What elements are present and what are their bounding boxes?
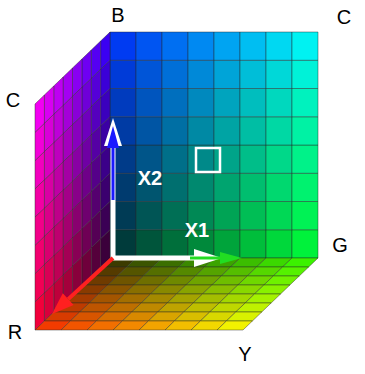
color-cell	[214, 173, 240, 201]
color-cell	[162, 32, 188, 60]
red-arrow	[52, 258, 113, 314]
green-arrow	[190, 252, 242, 264]
green-arrow-head	[220, 252, 242, 264]
color-cell	[266, 173, 292, 201]
color-cell	[136, 60, 162, 88]
color-cell	[214, 230, 240, 258]
color-cell	[214, 202, 240, 230]
color-cell	[217, 321, 252, 330]
color-cell	[110, 89, 136, 117]
color-cell	[54, 77, 63, 114]
color-cell	[162, 202, 188, 230]
color-cell	[240, 173, 266, 201]
axis-label: X2	[138, 168, 162, 188]
color-cell	[292, 173, 318, 201]
color-cell	[292, 230, 318, 258]
color-cell	[273, 267, 308, 276]
corner-label: G	[332, 235, 348, 255]
corner-label: C	[337, 7, 351, 27]
color-cell	[136, 230, 162, 258]
corner-label: R	[8, 322, 22, 342]
color-cell	[245, 294, 280, 303]
color-cell	[162, 145, 188, 173]
color-cell	[110, 32, 136, 60]
color-cell	[110, 60, 136, 88]
color-cell	[240, 117, 266, 145]
color-cell	[162, 173, 188, 201]
color-cell	[266, 230, 292, 258]
color-cell	[44, 86, 53, 123]
color-cell	[266, 202, 292, 230]
red-arrow-shaft	[68, 258, 113, 299]
blue-arrow-shaft	[112, 148, 115, 200]
color-cell	[292, 60, 318, 88]
corner-label: Y	[238, 344, 251, 364]
color-cell	[214, 32, 240, 60]
color-cell	[266, 60, 292, 88]
blue-arrow	[107, 126, 119, 200]
color-cell	[255, 285, 290, 294]
color-cell	[101, 32, 110, 69]
color-cell	[214, 60, 240, 88]
color-cell	[266, 89, 292, 117]
color-cell	[283, 258, 318, 267]
color-cell	[240, 60, 266, 88]
color-cell	[266, 117, 292, 145]
color-cell	[214, 117, 240, 145]
color-cell	[188, 89, 214, 117]
cube-cells	[35, 32, 318, 330]
color-cell	[162, 60, 188, 88]
axis-label: X1	[185, 220, 209, 240]
color-cell	[264, 276, 299, 285]
color-cell	[91, 41, 100, 78]
x2-arrow	[104, 118, 122, 258]
color-cell	[240, 145, 266, 173]
color-cell	[236, 303, 271, 312]
color-cell	[136, 202, 162, 230]
color-cell	[292, 32, 318, 60]
color-cell	[226, 312, 261, 321]
color-cell	[162, 230, 188, 258]
sample-square	[196, 148, 220, 172]
red-arrow-head	[52, 293, 74, 314]
color-cell	[266, 145, 292, 173]
color-cell	[73, 59, 82, 96]
color-cell	[188, 60, 214, 88]
color-cell	[240, 89, 266, 117]
color-cell	[162, 89, 188, 117]
corner-label: B	[111, 5, 124, 25]
color-cell	[136, 117, 162, 145]
color-cell	[292, 117, 318, 145]
color-cell	[188, 117, 214, 145]
x2-arrow-shaft	[111, 146, 116, 258]
color-cell	[292, 202, 318, 230]
color-cell	[82, 50, 91, 87]
color-cell	[63, 68, 72, 105]
color-cell	[214, 89, 240, 117]
color-cell	[266, 32, 292, 60]
corner-label: C	[6, 90, 20, 110]
x1-arrow	[113, 249, 222, 267]
color-cell	[136, 32, 162, 60]
color-cell	[240, 230, 266, 258]
color-cell	[292, 89, 318, 117]
color-cell	[188, 32, 214, 60]
x1-arrow-shaft	[113, 256, 194, 261]
color-cell	[136, 89, 162, 117]
green-arrow-shaft	[190, 257, 220, 260]
color-cell	[240, 202, 266, 230]
color-cell	[240, 32, 266, 60]
blue-arrow-head	[107, 126, 119, 148]
color-cell	[162, 117, 188, 145]
color-cell	[35, 95, 44, 132]
color-cell	[188, 173, 214, 201]
color-cell	[292, 145, 318, 173]
